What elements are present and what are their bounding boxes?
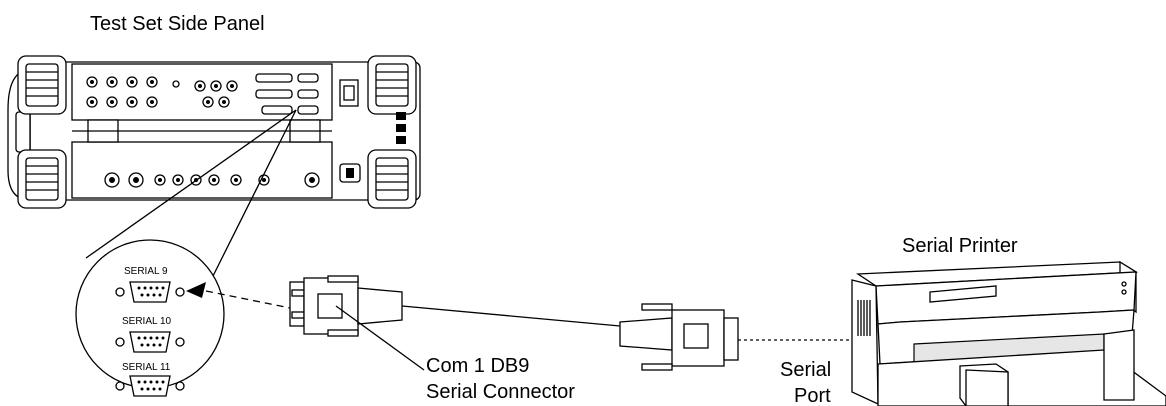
serial-cable: [401, 305, 621, 327]
right-top-bumper: [367, 55, 417, 115]
serial-9-label: SERIAL 9: [124, 266, 168, 277]
connector-label-line1: Com 1 DB9: [426, 355, 529, 377]
right-bottom-bumper: [367, 149, 417, 209]
serial-9-port: [129, 281, 171, 303]
arrow-icon: [186, 282, 206, 298]
test-set-panel: [7, 55, 421, 209]
serial-10-label: SERIAL 10: [122, 316, 172, 327]
serial-printer: [851, 260, 1166, 406]
zoom-callout: SERIAL 9 SERIAL 10 SERIAL 11: [75, 109, 297, 397]
connector-label-line2: Serial Connector: [426, 381, 575, 403]
left-top-bumper: [17, 55, 67, 115]
upper-connectors: [86, 73, 319, 115]
port-label-line1: Serial: [780, 359, 831, 381]
printer-cable-connector: [619, 303, 739, 371]
serial-11-port: [129, 375, 171, 397]
serial-11-label: SERIAL 11: [122, 362, 171, 373]
test-set-title: Test Set Side Panel: [90, 13, 265, 35]
printer-title: Serial Printer: [902, 235, 1018, 257]
port-label-line2: Port: [794, 385, 831, 406]
connector-leader-line: [335, 305, 425, 371]
left-bottom-bumper: [17, 149, 67, 209]
dashed-guide: [205, 290, 291, 309]
db9-connector: [289, 275, 403, 337]
serial-10-port: [129, 331, 171, 353]
lower-connectors: [104, 172, 320, 188]
